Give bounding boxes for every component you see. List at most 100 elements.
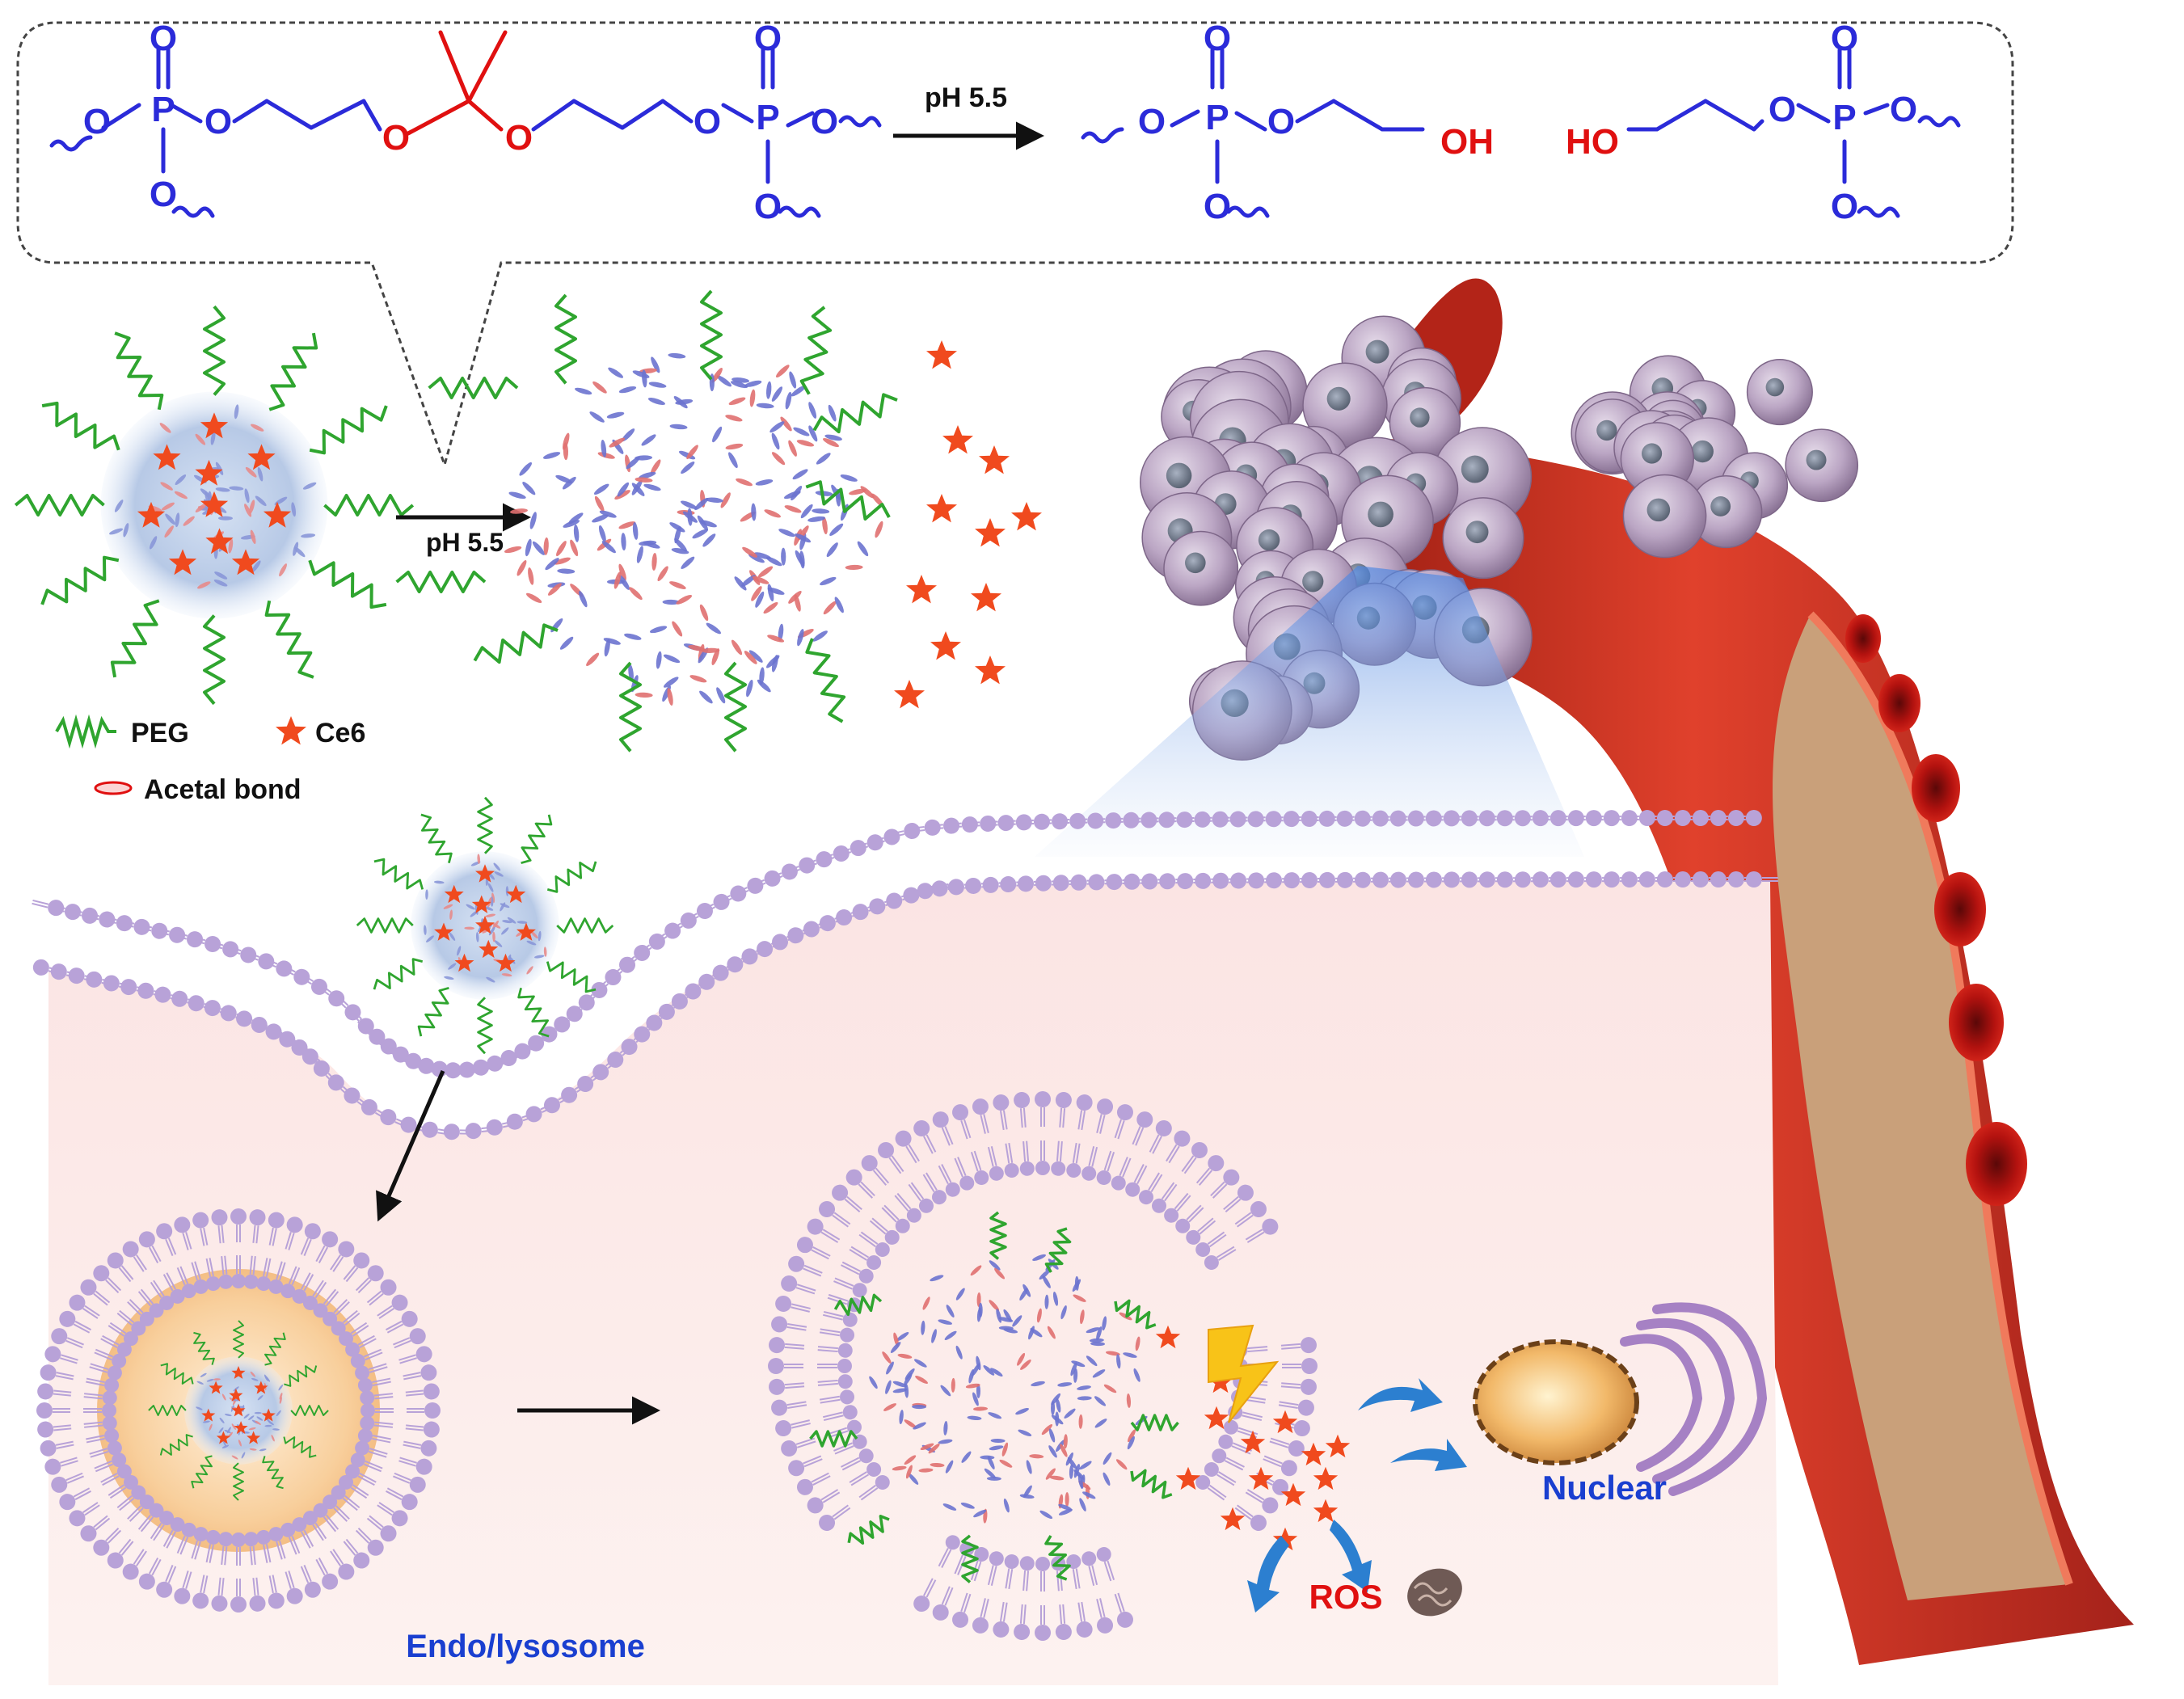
peg-chain [373,958,424,990]
acetal-bond [594,495,605,512]
phospholipid [156,1565,177,1598]
acetal-bond [272,1428,280,1431]
acetal-bond [504,546,522,554]
acetal-bond [618,521,636,529]
peg-chain [191,1455,213,1489]
phospholipid [1014,1604,1031,1640]
acetal-bond [648,382,667,388]
acetal-bond [755,479,774,486]
acetal-bond [769,421,785,433]
acetal-bond [955,1288,965,1301]
acetal-bond [301,533,316,538]
phospholipid [858,1231,890,1257]
acetal-bond [632,370,650,378]
acetal-bond [711,648,720,665]
acetal-bond [1072,1279,1081,1292]
phospholipid [878,1142,904,1174]
peg-chain [262,1456,284,1490]
acetal-bond [624,633,642,640]
acetal-bond [526,966,533,975]
acetal-bond [999,1459,1013,1468]
acetal-bond [764,509,781,518]
acetal-bond [765,381,772,399]
peg-chain [989,1211,1007,1260]
acetal-bond [699,690,713,704]
acetal-bond [1064,1408,1076,1419]
acetal-bond [502,920,512,924]
acetal-bond [775,365,790,378]
acetal-bond [532,541,545,555]
phospholipid [292,1517,314,1549]
acetal-bond [896,1332,909,1342]
phospholipid [357,1428,391,1444]
phospholipid [1409,810,1442,827]
red-blood-cell [1949,984,2004,1061]
atom-o: O [754,19,782,58]
acetal-bond [1086,1327,1100,1334]
phospholipid [333,993,361,1021]
peg-chain [809,1430,858,1448]
golgi-apparatus-icon [1620,1302,1768,1496]
phospholipid [398,1346,432,1364]
acetal-bond [248,1427,256,1431]
phospholipid [1267,811,1300,828]
acetal-bond [519,462,533,476]
ce6-star [979,445,1010,474]
endolysosome-label: Endo/lysosome [406,1629,645,1664]
acetal-bond [494,871,504,877]
acetal-bond [904,1455,917,1465]
phospholipid [249,1577,266,1612]
acetal-bond [663,654,681,664]
phospholipid [360,1415,394,1431]
nanoparticle-intact [14,305,415,706]
acetal-bond [586,652,600,666]
acetal-bond [604,639,610,657]
acetal-bond [635,455,653,461]
tumor-cell-nucleus [1326,386,1351,411]
acetal-bond [712,426,723,443]
phospholipid [1569,810,1602,827]
phospholipid [1231,811,1264,828]
tumor-cell-nucleus [1185,552,1206,574]
acetal-bond [250,1371,256,1377]
phospholipid [817,1359,852,1373]
phospholipid [542,1016,571,1042]
acetal-bond [716,375,732,387]
acetal-bond [706,622,721,634]
phospholipid [174,1570,192,1604]
atom-o: O [694,102,721,141]
acetal-bond [1036,1308,1042,1323]
reaction-condition: pH 5.5 [925,82,1007,113]
acetal-bond [823,601,837,615]
phospholipid [1035,1091,1051,1127]
acetal-bond [195,503,208,512]
acetal-bond [271,1435,275,1442]
acetal-bond [716,687,726,704]
acetal-bond [1116,1354,1121,1369]
acetal-bond [264,1374,268,1381]
peg-chain [799,306,833,395]
acetal-bond [639,471,656,479]
phospholipid [153,926,186,943]
phospholipid [1498,810,1531,827]
tumor-cell-nucleus [1302,571,1324,592]
phospholipid [59,1487,91,1511]
phospholipid [1149,1119,1172,1154]
phospholipid [775,1419,811,1437]
acetal-bond [972,1392,979,1406]
acetal-bond [494,940,503,947]
acetal-bond [622,428,635,442]
acetal-bond [705,497,723,503]
peg-chain [521,814,553,865]
acetal-bond [759,667,765,685]
acetal-bond [771,432,780,450]
acetal-bond [643,541,660,549]
phospholipid [211,1209,228,1244]
acetal-bond [475,932,479,942]
phospholipid [393,1472,426,1493]
phospholipid [107,1252,134,1283]
acetal-bond [606,411,625,419]
acetal-bond [918,1468,934,1473]
phospholipid [302,1280,327,1310]
peg-chain [546,961,597,993]
